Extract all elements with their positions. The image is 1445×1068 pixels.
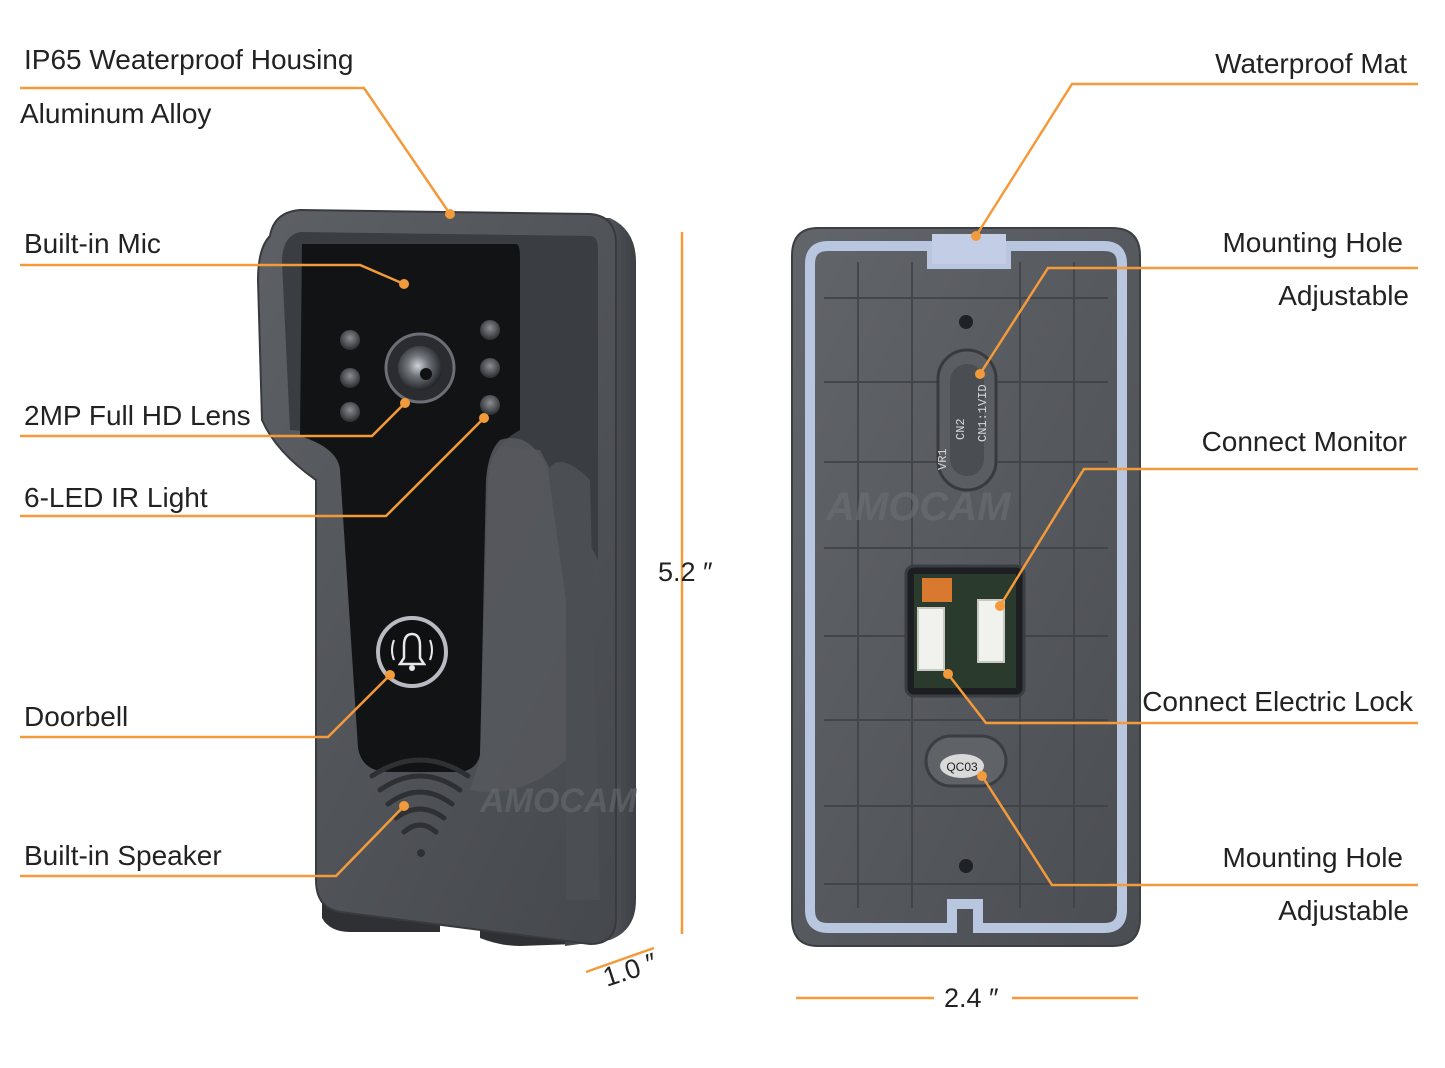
front-device: AMOCAM xyxy=(256,208,637,946)
label-mat: Waterproof Mat xyxy=(1215,48,1407,79)
dot-lens xyxy=(400,398,410,408)
dot-mic xyxy=(399,279,409,289)
back-device: VR1 CN1:1VID CN2 QC03 AMOCAM xyxy=(791,227,1141,947)
callout-mount-top xyxy=(978,266,1418,375)
label-mount-bottom: Mounting Hole xyxy=(1222,842,1403,873)
dimension-width: 2.4 ″ xyxy=(944,983,999,1013)
dot-lock xyxy=(943,669,953,679)
qc-sticker: QC03 xyxy=(946,760,978,774)
dot-monitor xyxy=(995,601,1005,611)
callout-monitor xyxy=(998,467,1418,607)
dimension-height: 5.2 ″ xyxy=(658,557,713,587)
dot-mat xyxy=(971,231,981,241)
board-text-cn1: CN1:1VID xyxy=(976,384,990,442)
callout-mount-bottom xyxy=(980,775,1418,887)
dot-doorbell xyxy=(385,670,395,680)
dot-housing xyxy=(445,209,455,219)
callout-doorbell xyxy=(20,674,391,739)
label-speaker: Built-in Speaker xyxy=(24,840,222,871)
dot-speaker xyxy=(399,801,409,811)
callout-housing xyxy=(20,86,452,215)
label-lock: Connect Electric Lock xyxy=(1142,686,1413,717)
label-doorbell: Doorbell xyxy=(24,701,129,732)
board-text-cn2: CN2 xyxy=(954,418,968,440)
label-mount-bottom-sub: Adjustable xyxy=(1278,895,1409,926)
label-monitor: Connect Monitor xyxy=(1201,426,1407,457)
callout-ir xyxy=(20,417,485,518)
callout-speaker xyxy=(20,805,405,878)
label-lens: 2MP Full HD Lens xyxy=(24,400,251,431)
callout-mat xyxy=(974,82,1418,237)
bell-icon xyxy=(376,616,448,688)
label-ir: 6-LED IR Light xyxy=(24,482,208,513)
dim-line-depth xyxy=(585,946,655,974)
callout-lens xyxy=(20,402,406,438)
waterproof-gasket xyxy=(805,241,1127,933)
front-watermark: AMOCAM xyxy=(479,782,637,820)
dot-mount-bottom xyxy=(977,771,987,781)
label-alloy: Aluminum Alloy xyxy=(20,98,212,129)
label-mic: Built-in Mic xyxy=(24,228,161,259)
dot-ir xyxy=(479,413,489,423)
speaker-wave-icon xyxy=(369,757,471,835)
callout-lock xyxy=(947,673,1418,725)
label-mount-top-sub: Adjustable xyxy=(1278,280,1409,311)
callout-mic xyxy=(20,263,405,286)
dot-mount-top xyxy=(975,369,985,379)
ir-led-group xyxy=(340,320,500,422)
back-watermark: AMOCAM xyxy=(825,485,1012,529)
board-text-vr1: VR1 xyxy=(936,448,950,470)
lock-connector xyxy=(917,607,945,671)
label-housing: IP65 Weaterproof Housing xyxy=(24,44,354,75)
label-mount-top: Mounting Hole xyxy=(1222,227,1403,258)
